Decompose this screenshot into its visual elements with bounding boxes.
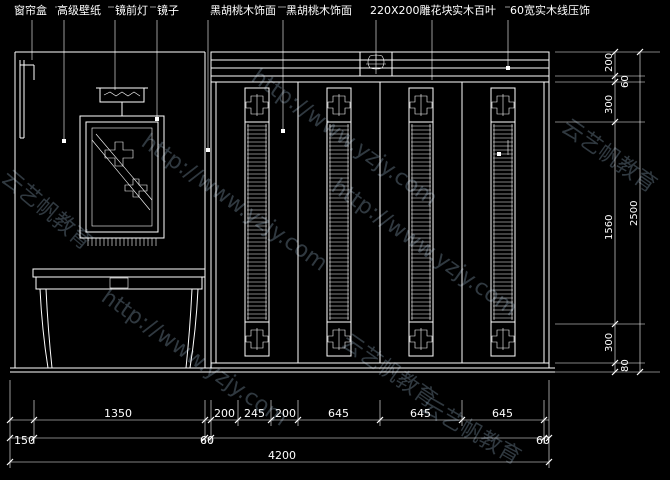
- dim-645-a: 645: [328, 407, 349, 420]
- watermark-brand: 云艺帆教育: [557, 114, 661, 198]
- dim-v-300-top: 300: [604, 95, 615, 114]
- dim-v-60: 60: [620, 75, 631, 88]
- dim-150: 150: [14, 434, 35, 447]
- dim-v-total: 2500: [629, 201, 640, 226]
- louver-column: [244, 87, 270, 357]
- label-molding: 60宽实木线压饰: [510, 3, 590, 17]
- label-louver: 实木百叶: [452, 3, 496, 17]
- dim-60-left: 60: [200, 434, 214, 447]
- dim-1350: 1350: [104, 407, 132, 420]
- right-dimensions: 200 60 300 1560 300 80 2500: [555, 48, 660, 376]
- dim-v-1560: 1560: [604, 215, 615, 240]
- dim-v-200: 200: [604, 53, 615, 72]
- louver-column: [490, 87, 516, 357]
- leader-lines: [31, 20, 510, 156]
- watermark-url: http://www.yzjy.com: [137, 129, 332, 276]
- louver-column: [408, 87, 434, 357]
- louver-columns: [244, 87, 516, 357]
- label-veneer-1: 黑胡桃木饰面: [210, 3, 276, 17]
- curtain: [19, 60, 35, 139]
- label-mirror-light: 镜前灯: [115, 3, 148, 17]
- watermark-brand: 云艺帆教育: [417, 394, 525, 471]
- mirror-light: [96, 87, 148, 116]
- dim-v-300-bottom: 300: [604, 333, 615, 352]
- label-curtain-box: 窗帘盒: [14, 3, 47, 17]
- console-table: [32, 268, 206, 369]
- label-mirror: 镜子: [157, 3, 179, 17]
- mirror: [79, 115, 165, 246]
- dim-200-a: 200: [214, 407, 235, 420]
- dim-245: 245: [244, 407, 265, 420]
- dim-645-b: 645: [410, 407, 431, 420]
- label-carving: 220X200雕花块: [370, 3, 453, 17]
- louver-column: [326, 87, 352, 357]
- dim-60-right: 60: [536, 434, 550, 447]
- panel-wall: [210, 51, 550, 369]
- top-labels: 窗帘盒 高级壁纸 镜前灯 镜子 黑胡桃木饰面 黑胡桃木饰面 220X200雕花块…: [14, 3, 590, 17]
- label-veneer-2: 黑胡桃木饰面: [286, 3, 352, 17]
- dim-v-80: 80: [620, 359, 631, 372]
- dim-total-width: 4200: [268, 449, 296, 462]
- label-wallpaper: 高级壁纸: [57, 3, 101, 17]
- watermark-brand: 云艺帆教育: [0, 165, 96, 255]
- dim-645-c: 645: [492, 407, 513, 420]
- dim-200-b: 200: [275, 407, 296, 420]
- bottom-dimensions: 1350 200 245 200 645 645 645 150 60 60 4…: [6, 380, 553, 468]
